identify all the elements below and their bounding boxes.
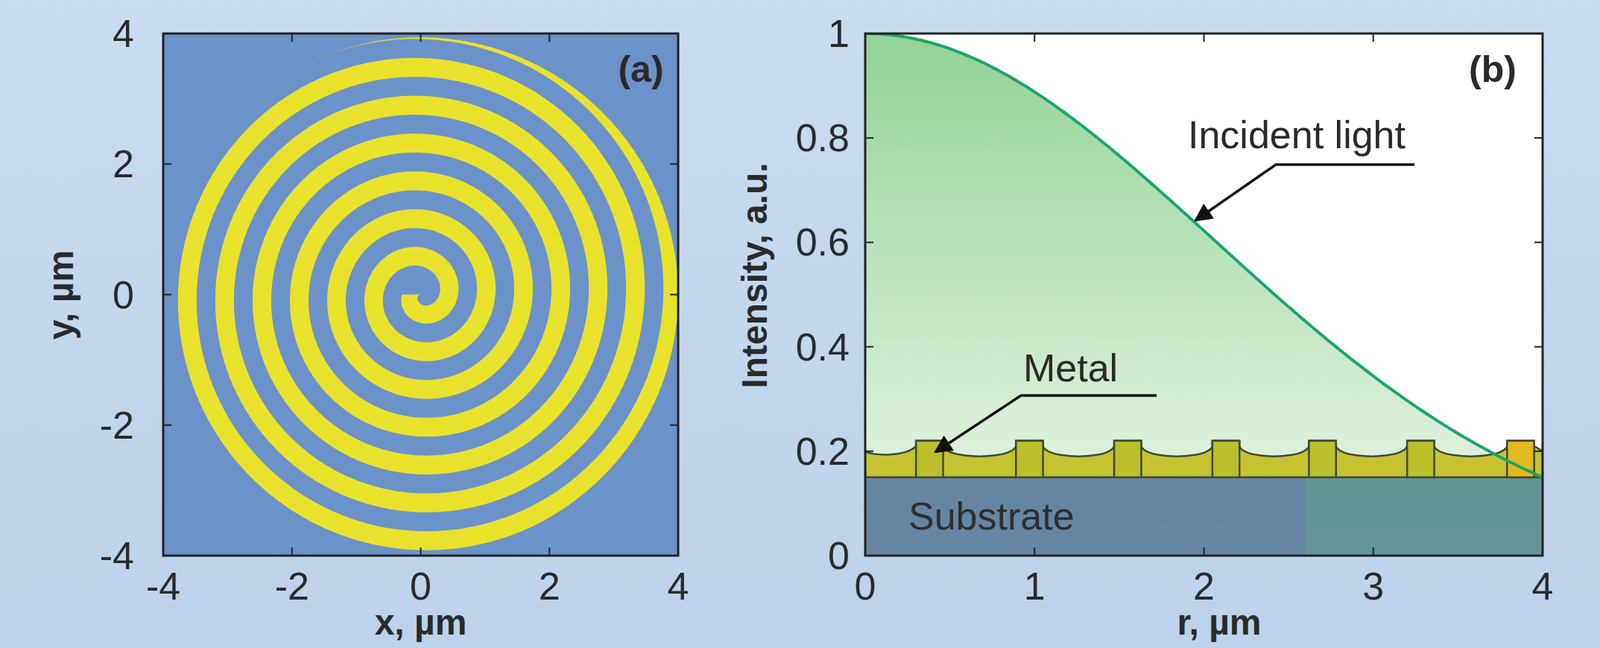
axis-title: Intensity, a.u. — [737, 162, 773, 389]
metal-layer — [865, 441, 1543, 478]
tick-mark — [291, 547, 293, 556]
tick-label: 0 — [854, 567, 877, 606]
axis-title: x, µm — [374, 605, 468, 641]
spiral-metal — [140, 0, 720, 588]
tick-mark — [1372, 33, 1375, 42]
tick-mark — [865, 450, 874, 453]
tick-mark — [1033, 547, 1036, 556]
tick-mark — [865, 241, 874, 243]
axis-title: y, µm — [43, 249, 79, 340]
tick-mark — [1534, 450, 1543, 453]
tick-mark — [420, 33, 422, 42]
tick-mark — [163, 163, 172, 165]
substrate-band: Substrate — [865, 477, 1543, 556]
tick-label: 0.6 — [795, 222, 850, 262]
tick-label: 2 — [538, 567, 561, 606]
tick-label: 0.8 — [795, 118, 850, 158]
tick-label: 4 — [667, 567, 690, 606]
tick-label: 0 — [112, 275, 135, 315]
tick-mark — [548, 547, 550, 556]
axis-title: r, µm — [1176, 605, 1261, 641]
callout-label: Incident light — [1187, 115, 1406, 155]
incident-light-curve — [865, 33, 1543, 478]
metal-ridge — [1015, 441, 1043, 478]
leader-lines — [935, 164, 1415, 453]
light-tint — [1305, 477, 1543, 556]
layer-label: Substrate — [908, 494, 1075, 539]
tick-mark — [420, 547, 422, 556]
callout-label: Metal — [1023, 348, 1118, 388]
axes-frame — [163, 33, 679, 556]
tick-mark — [1534, 241, 1543, 243]
tick-label: -2 — [274, 567, 310, 606]
tick-label: 0.4 — [795, 327, 850, 367]
tick-mark — [163, 294, 172, 296]
incident-light-area — [865, 33, 1543, 556]
tick-mark — [669, 163, 679, 165]
tick-label: 4 — [1532, 567, 1554, 606]
panel-letter: (b) — [1468, 50, 1517, 88]
tick-label: 0.2 — [795, 432, 850, 471]
axes-frame — [865, 33, 1543, 556]
tick-mark — [548, 33, 550, 42]
metal-ridge — [1114, 441, 1141, 478]
tick-label: -4 — [99, 536, 135, 576]
panel-b — [865, 33, 1543, 556]
tick-mark — [1033, 33, 1036, 42]
leader-line — [935, 395, 1157, 453]
tick-mark — [1534, 346, 1543, 349]
tick-mark — [669, 294, 679, 296]
tick-label: 1 — [827, 14, 850, 53]
metal-ridge — [1308, 441, 1336, 478]
panel-letter: (a) — [617, 50, 664, 88]
metal-ridge — [1212, 441, 1240, 478]
tick-mark — [1203, 33, 1206, 42]
tick-mark — [1372, 547, 1375, 556]
tick-label: 2 — [1193, 567, 1215, 606]
tick-label: -4 — [146, 567, 181, 606]
metal-ridge — [1406, 441, 1434, 478]
panel-a — [140, 0, 720, 588]
tick-mark — [865, 137, 874, 139]
tick-label: 4 — [112, 14, 135, 53]
tick-label: -2 — [99, 406, 135, 445]
tick-label: 0 — [409, 567, 432, 606]
tick-mark — [163, 424, 172, 427]
plot-background — [865, 33, 1543, 556]
metal-ridge — [915, 441, 943, 478]
tick-mark — [1534, 137, 1543, 139]
tick-label: 3 — [1362, 567, 1384, 606]
tick-label: 1 — [1023, 567, 1046, 606]
tick-label: 0 — [827, 536, 850, 576]
substrate-layer — [865, 477, 1543, 556]
tick-mark — [669, 424, 679, 427]
tick-mark — [291, 33, 293, 42]
tick-mark — [1203, 547, 1206, 556]
tick-mark — [865, 346, 874, 349]
tick-label: 2 — [112, 144, 135, 184]
leader-line — [1195, 164, 1415, 221]
